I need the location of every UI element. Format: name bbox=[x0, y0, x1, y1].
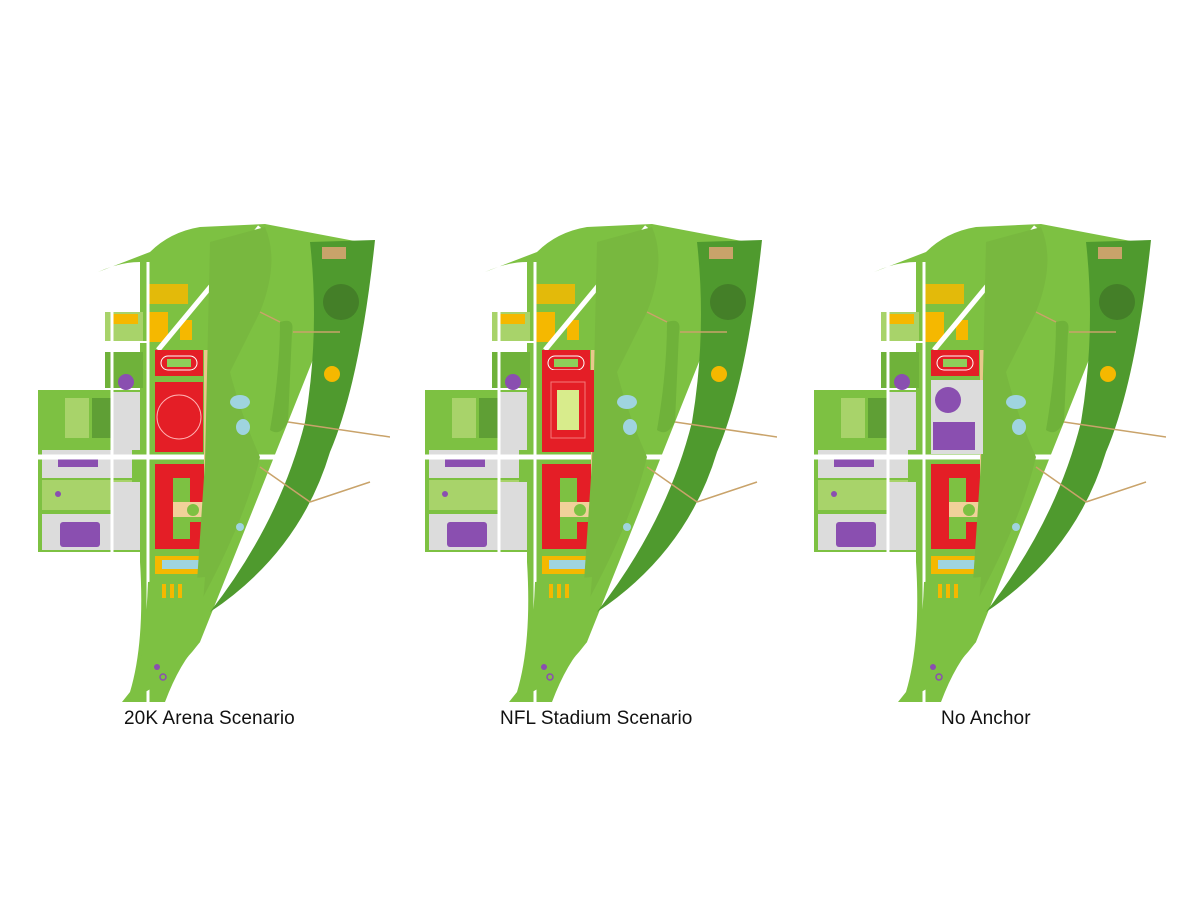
site-plan-arena bbox=[30, 222, 390, 702]
map-stadium-scenario bbox=[417, 222, 777, 702]
arena-circle bbox=[156, 394, 202, 440]
caption-arena: 20K Arena Scenario bbox=[124, 708, 295, 729]
site-plan-stadium bbox=[417, 222, 777, 702]
caption-stadium: NFL Stadium Scenario bbox=[500, 708, 693, 729]
map-arena-scenario bbox=[30, 222, 390, 702]
caption-no-anchor: No Anchor bbox=[941, 708, 1031, 729]
arena-block bbox=[155, 382, 203, 452]
site-plan-no-anchor bbox=[806, 222, 1166, 702]
purple-rect-building bbox=[933, 422, 975, 450]
map-no-anchor bbox=[806, 222, 1166, 702]
football-field bbox=[557, 390, 579, 430]
purple-round-building bbox=[935, 387, 961, 413]
